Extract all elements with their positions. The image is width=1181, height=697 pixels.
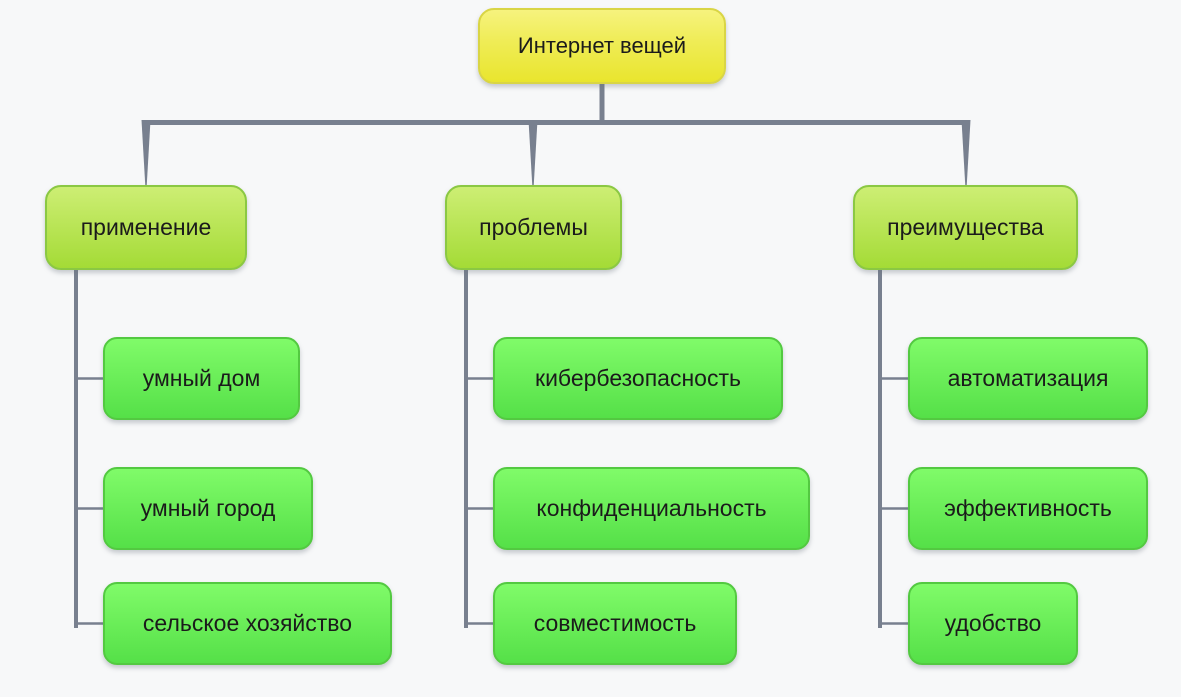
node-smart-city[interactable]: умный город: [103, 467, 313, 550]
node-advantages[interactable]: преимущества: [853, 185, 1078, 270]
node-convenience[interactable]: удобство: [908, 582, 1078, 665]
node-privacy-label: конфиденциальность: [536, 494, 767, 521]
node-automation[interactable]: автоматизация: [908, 337, 1148, 420]
connector-drop-problems: [528, 120, 538, 186]
node-problems-label: проблемы: [479, 213, 588, 240]
node-smart-home[interactable]: умный дом: [103, 337, 300, 420]
node-efficiency-label: эффективность: [944, 494, 1112, 521]
node-agriculture[interactable]: сельское хозяйство: [103, 582, 392, 665]
node-cybersecurity-label: кибербезопасность: [535, 364, 741, 391]
node-agriculture-label: сельское хозяйство: [142, 609, 353, 636]
node-problems[interactable]: проблемы: [445, 185, 622, 270]
node-smart-home-label: умный дом: [142, 364, 261, 391]
node-smart-city-label: умный город: [140, 494, 276, 521]
node-cybersecurity[interactable]: кибербезопасность: [493, 337, 783, 420]
node-root-label: Интернет вещей: [517, 32, 687, 58]
connector-drop-advantages: [961, 120, 971, 186]
node-advantages-label: преимущества: [887, 213, 1044, 240]
node-applications-label: применение: [80, 213, 212, 240]
node-applications[interactable]: применение: [45, 185, 247, 270]
node-root[interactable]: Интернет вещей: [478, 8, 726, 84]
node-convenience-label: удобство: [944, 609, 1042, 636]
node-efficiency[interactable]: эффективность: [908, 467, 1148, 550]
node-privacy[interactable]: конфиденциальность: [493, 467, 810, 550]
connector-drop-applications: [141, 120, 151, 186]
node-compatibility[interactable]: совместимость: [493, 582, 737, 665]
node-automation-label: автоматизация: [947, 364, 1109, 391]
node-compatibility-label: совместимость: [533, 609, 697, 636]
